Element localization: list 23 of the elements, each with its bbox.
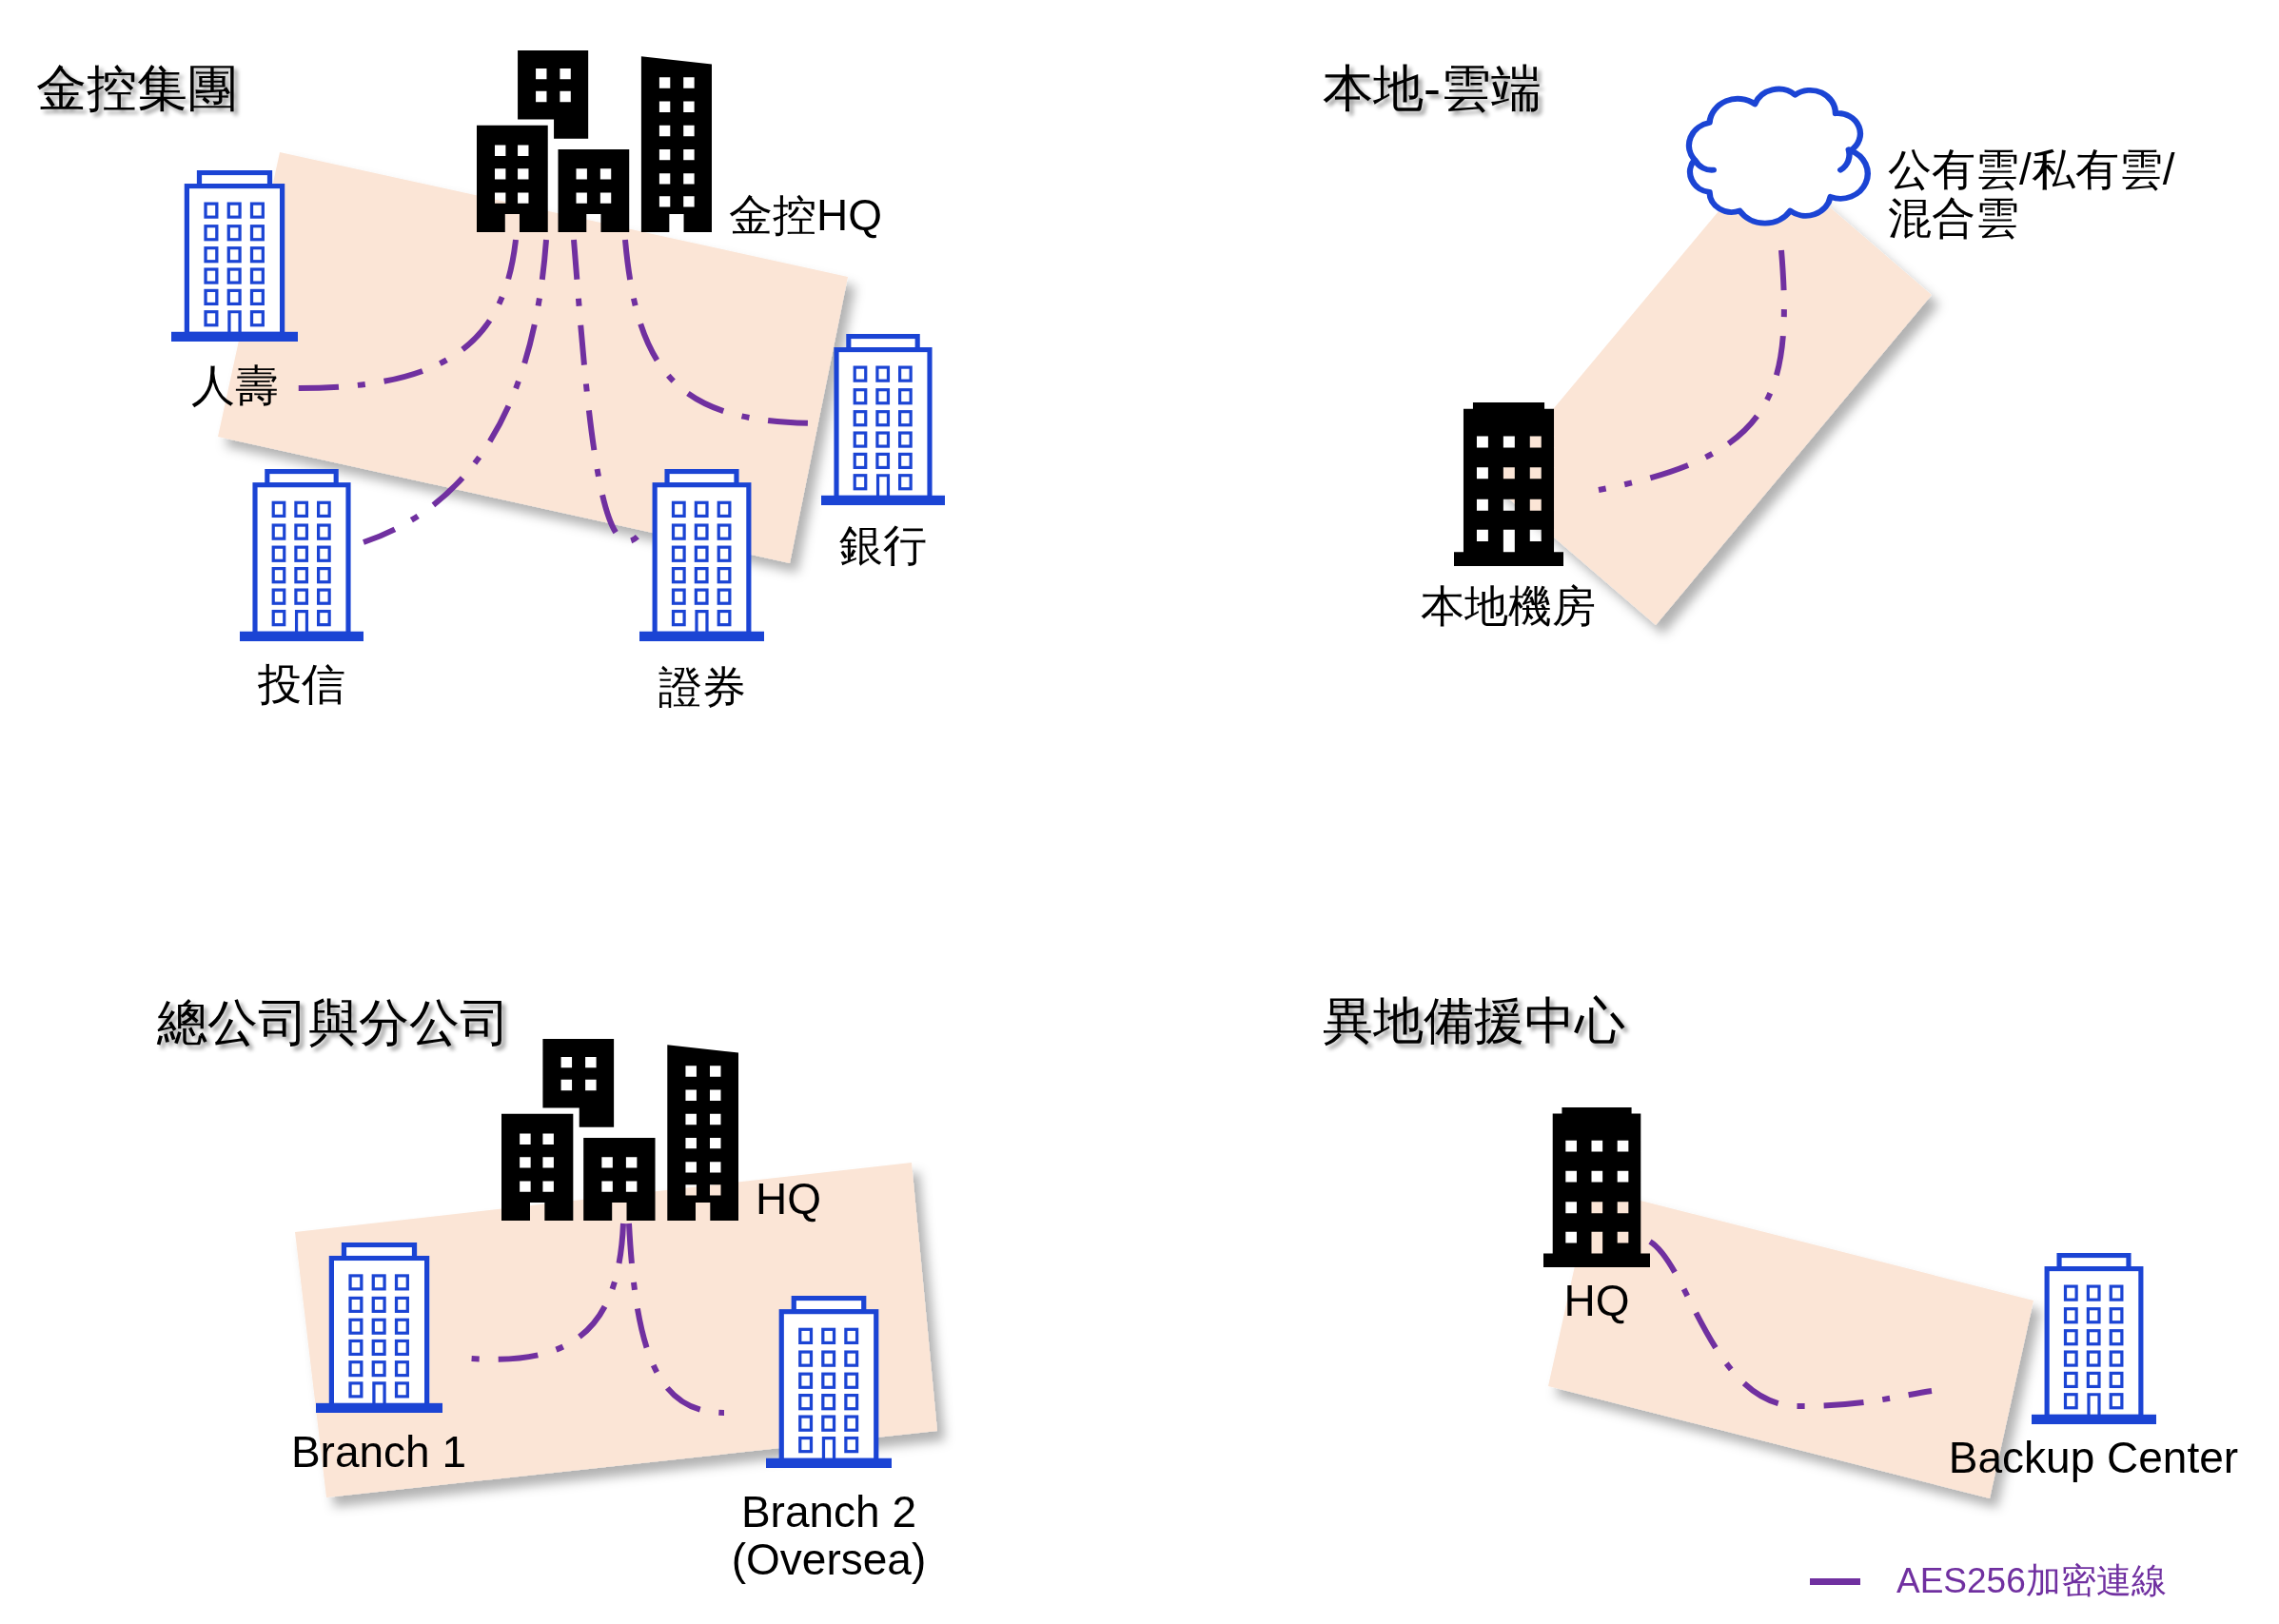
node-label: 金控HQ (729, 191, 882, 240)
dash-dot-line (626, 1223, 725, 1416)
node-label: Backup Center (1948, 1434, 2239, 1482)
section-title: 異地備援中心 (1323, 993, 1625, 1049)
section-title: 本地-雲端 (1323, 61, 1542, 117)
dash-dot-line (297, 239, 519, 391)
node-label: 本地機房 (1421, 582, 1596, 631)
dash-dot-line (362, 239, 549, 545)
dash-dot-line (469, 1223, 626, 1362)
section-title: 總公司與分公司 (157, 995, 510, 1051)
node-label: 證券 (658, 663, 746, 712)
node-label: Branch 1 (290, 1428, 467, 1477)
node-label: 公有雲/私有雲/混合雲 (1888, 146, 2176, 243)
node-label: Branch 2 (Oversea) (730, 1487, 928, 1584)
dash-dot-line (1598, 249, 1787, 493)
section-title: 金控集團 (36, 61, 238, 117)
legend-label: AES256加密連線 (1896, 1560, 2167, 1602)
dash-dot-line (1648, 1239, 1933, 1409)
node-label: HQ (756, 1175, 821, 1223)
node-label: 投信 (258, 660, 345, 709)
node-label: 人壽 (190, 362, 279, 410)
node-label: HQ (1563, 1277, 1630, 1325)
node-label: 銀行 (839, 521, 927, 570)
